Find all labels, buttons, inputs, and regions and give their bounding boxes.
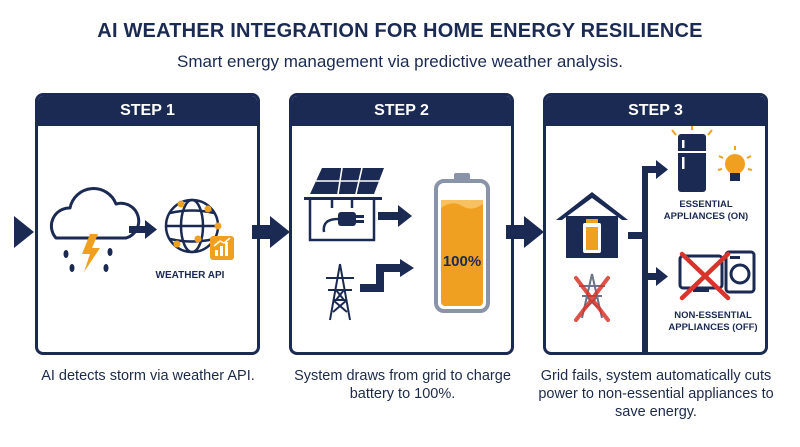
television-icon xyxy=(678,254,724,292)
page-title: AI WEATHER INTEGRATION FOR HOME ENERGY R… xyxy=(97,20,703,42)
step3-caption: Grid fails, system automatically cuts po… xyxy=(538,368,774,420)
battery-icon xyxy=(434,173,490,313)
arrow-into-step1 xyxy=(14,216,34,248)
nonessential-label-line2: APPLIANCES (OFF) xyxy=(668,322,757,333)
solar-panel-icon xyxy=(304,167,384,242)
weather-api-label: WEATHER API xyxy=(156,270,225,281)
house-battery-icon xyxy=(556,192,628,258)
arrow-step2-to-step3 xyxy=(506,216,544,248)
refrigerator-icon xyxy=(671,126,713,192)
step2-card: STEP 2 xyxy=(289,93,514,355)
page-subtitle: Smart energy management via predictive w… xyxy=(177,52,623,71)
step1-header: STEP 1 xyxy=(38,96,257,126)
storm-cloud-icon xyxy=(49,187,141,272)
power-plug-icon xyxy=(322,212,364,233)
arrow-solar-to-battery-icon xyxy=(378,205,412,227)
nonessential-off-cross-icon xyxy=(679,251,731,301)
essential-label-line1: ESSENTIAL xyxy=(679,199,733,210)
arrow-step1-to-step2 xyxy=(252,216,290,248)
light-bulb-icon xyxy=(717,146,753,181)
arrow-grid-to-battery-icon xyxy=(360,259,414,292)
step3-header: STEP 3 xyxy=(546,96,765,126)
washing-machine-icon xyxy=(724,250,756,294)
essential-label-line2: APPLIANCES (ON) xyxy=(664,211,748,222)
arrow-cloud-to-api-icon xyxy=(129,220,157,239)
nonessential-label-line1: NON-ESSENTIAL xyxy=(674,310,752,321)
analytics-chart-icon xyxy=(210,236,234,260)
step1-card: STEP 1 xyxy=(35,93,260,355)
grid-failure-cross-icon xyxy=(574,276,610,322)
step1-caption: AI detects storm via weather API. xyxy=(41,368,255,384)
transmission-tower-icon xyxy=(326,263,354,321)
step2-header: STEP 2 xyxy=(292,96,511,126)
arrow-to-nonessential-icon xyxy=(642,267,668,286)
step2-caption: System draws from grid to charge battery… xyxy=(294,368,511,402)
vertical-bus xyxy=(642,170,648,276)
network-nodes-icon xyxy=(173,200,222,248)
arrow-to-essential-icon xyxy=(642,160,668,179)
battery-level-label: 100% xyxy=(443,253,481,270)
step3-card: STEP 3 xyxy=(543,93,768,355)
